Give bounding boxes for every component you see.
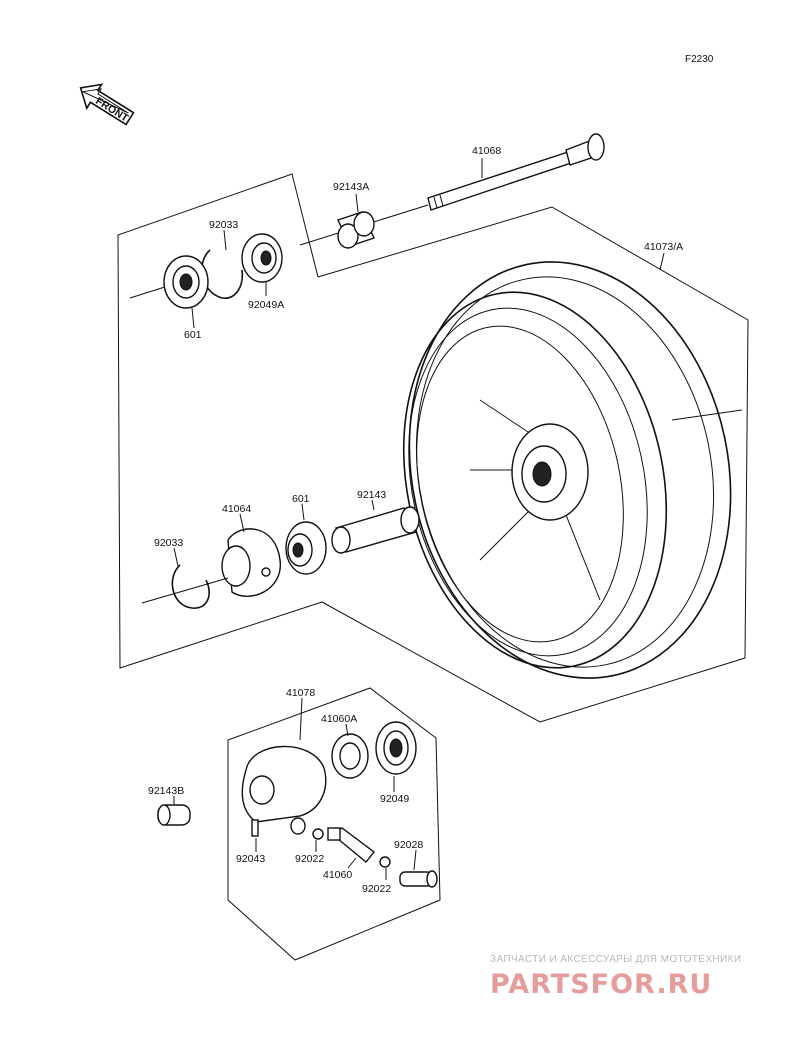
label-92143: 92143	[357, 489, 386, 501]
wheel-part	[402, 261, 743, 679]
washer-left-part	[312, 828, 324, 840]
watermark-brand: PARTSFOR.RU	[490, 969, 712, 1000]
label-92043: 92043	[236, 853, 265, 865]
label-92028: 92028	[394, 839, 423, 851]
label-92033-top: 92033	[209, 219, 238, 231]
label-41078: 41078	[286, 687, 315, 699]
label-92143b: 92143B	[148, 785, 184, 797]
label-601-top: 601	[184, 329, 202, 341]
gear-housing-part	[241, 745, 327, 835]
label-601-mid: 601	[292, 493, 310, 505]
label-92033-mid: 92033	[154, 537, 183, 549]
label-41060: 41060	[323, 869, 352, 881]
oil-seal-gear-part	[375, 721, 417, 775]
axle-part	[299, 133, 605, 246]
label-41064: 41064	[222, 503, 251, 515]
label-41068: 41068	[472, 145, 501, 157]
washer-right-part	[379, 856, 391, 868]
assembly-frame-gear	[227, 687, 441, 961]
hub-cover-part	[221, 528, 281, 597]
gear-drive-part	[331, 733, 369, 779]
watermark-tagline: ЗАПЧАСТИ И АКСЕССУАРЫ ДЛЯ МОТОТЕХНИКИ	[490, 954, 741, 965]
diagram-code: F2230	[685, 54, 714, 65]
label-41073a: 41073/A	[644, 241, 683, 253]
label-92049a: 92049A	[248, 299, 284, 311]
label-92022-right: 92022	[362, 883, 391, 895]
leader-lines	[173, 158, 665, 880]
collar-part	[157, 804, 191, 826]
axis-line-mid	[141, 577, 229, 604]
spacer-right-part	[337, 211, 375, 249]
gear-pinion-part	[327, 827, 375, 863]
bearing-mid-part	[285, 521, 327, 575]
bearing-top-part	[129, 255, 209, 309]
label-92022-left: 92022	[295, 853, 324, 865]
pin-part	[251, 819, 259, 837]
assembly-frame-upper	[117, 173, 749, 723]
label-41060a: 41060A	[321, 713, 357, 725]
bushing-part	[399, 870, 438, 888]
spacer-mid-part	[331, 506, 420, 554]
circlip-top-part	[201, 249, 244, 299]
label-92143a: 92143A	[333, 181, 369, 193]
oil-seal-top-part	[241, 233, 283, 283]
label-92049: 92049	[380, 793, 409, 805]
circlip-mid-part	[171, 564, 210, 609]
front-arrow: FRONT	[79, 83, 135, 126]
